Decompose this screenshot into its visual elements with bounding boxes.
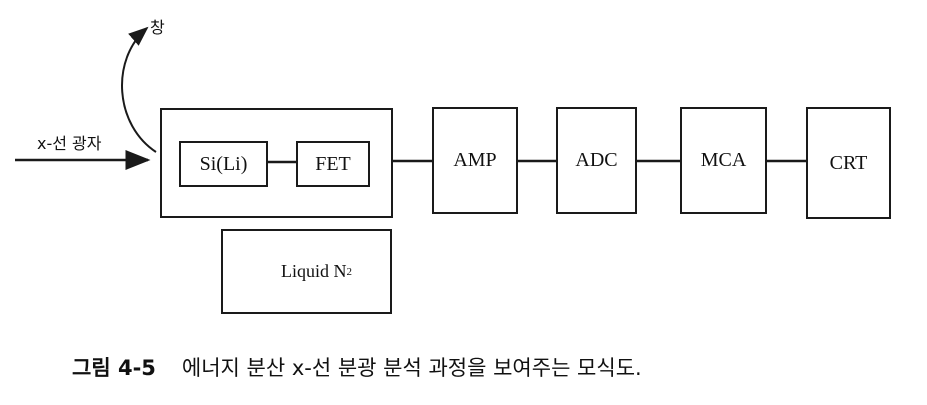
- adc-box: ADC: [556, 107, 637, 214]
- figure-caption: 그림 4-5 에너지 분산 x-선 분광 분석 과정을 보여주는 모식도.: [72, 352, 642, 382]
- window-label: 창: [150, 18, 165, 37]
- caption-number: 그림 4-5: [72, 356, 156, 380]
- caption-text: 에너지 분산 x-선 분광 분석 과정을 보여주는 모식도.: [181, 356, 642, 380]
- liquid-n2-label: Liquid N: [281, 261, 347, 281]
- mca-box: MCA: [680, 107, 767, 214]
- sili-box: Si(Li): [179, 141, 268, 187]
- fet-box: FET: [296, 141, 370, 187]
- amp-box: AMP: [432, 107, 518, 214]
- liquid-n2-subscript: 2: [346, 265, 353, 278]
- window-arrow: [121, 26, 157, 153]
- input-label: x-선 광자: [37, 134, 102, 153]
- detector-box: [160, 108, 393, 218]
- crt-box: CRT: [806, 107, 891, 219]
